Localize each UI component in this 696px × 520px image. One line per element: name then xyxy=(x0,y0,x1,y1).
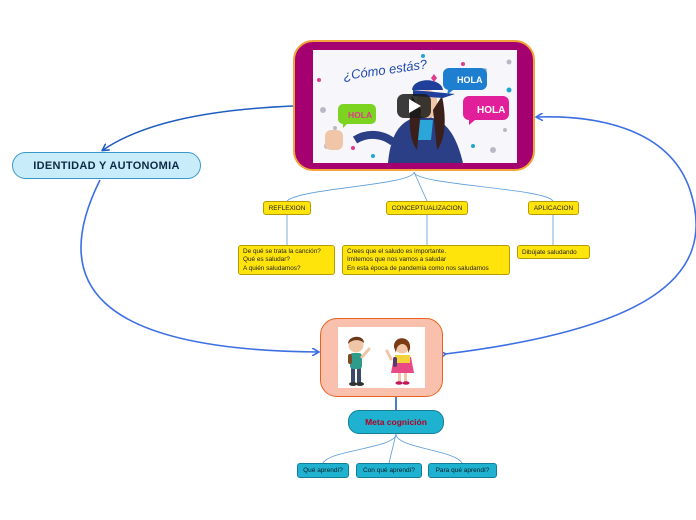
identity-autonomy-node[interactable]: IDENTIDAD Y AUTONOMIA xyxy=(12,152,201,179)
meta-label: Meta cognición xyxy=(365,417,427,427)
kids-illustration xyxy=(338,327,425,388)
aplicacion-label: APLICACION xyxy=(533,204,574,212)
boy-waving-icon xyxy=(348,336,371,386)
svg-text:HOLA: HOLA xyxy=(457,75,483,85)
link-video-identity xyxy=(103,105,294,150)
meta-question-label: Qué aprendí? xyxy=(303,467,343,474)
hola-bubble-blue: HOLA xyxy=(442,68,487,95)
hola-bubble-pink: HOLA xyxy=(463,96,509,125)
identity-label: IDENTIDAD Y AUTONOMIA xyxy=(33,159,180,172)
reflexion-questions[interactable]: De qué se trata la canción? Qué es salud… xyxy=(238,245,335,275)
video-topic-node[interactable]: ¿Cómo estás? HOLA HOLA xyxy=(293,40,535,171)
kids-greeting-node[interactable] xyxy=(320,318,443,397)
link-loop-kids-video xyxy=(445,117,696,354)
meta-question-what[interactable]: Qué aprendí? xyxy=(297,463,349,478)
meta-question-what-for[interactable]: Para qué aprendí? xyxy=(428,463,497,478)
aplicacion-text[interactable]: Dibújate saludando xyxy=(517,245,590,259)
conceptualizacion-text[interactable]: Crees que el saludo es importante. Imite… xyxy=(342,245,510,275)
reflexion-label: REFLEXION xyxy=(268,204,306,212)
hola-bubble-green: HOLA xyxy=(338,104,376,128)
branch-aplicacion[interactable]: APLICACION xyxy=(528,201,579,215)
video-illustration: ¿Cómo estás? HOLA HOLA xyxy=(313,50,517,163)
branch-tree xyxy=(286,171,554,245)
reflexion-line: De qué se trata la canción? xyxy=(243,248,321,255)
conceptualizacion-line: Imitemos que nos vamos a saludar xyxy=(347,256,447,264)
play-button-icon xyxy=(397,94,431,118)
meta-question-label: Con qué aprendí? xyxy=(362,467,416,474)
conceptualizacion-line: En esta época de pandemia como nos salud… xyxy=(347,264,489,272)
reflexion-line: Qué es saludar? xyxy=(243,256,290,264)
svg-text:HOLA: HOLA xyxy=(477,105,505,116)
conceptualizacion-line: Crees que el saludo es importante. xyxy=(347,248,447,255)
aplicacion-line: Dibújate saludando xyxy=(522,249,577,256)
meta-cognition-node[interactable]: Meta cognición xyxy=(348,410,444,434)
svg-text:HOLA: HOLA xyxy=(348,110,372,120)
meta-question-with-what[interactable]: Con qué aprendí? xyxy=(356,463,422,478)
reflexion-line: A quién saludamos? xyxy=(243,264,301,272)
video-thumbnail[interactable]: ¿Cómo estás? HOLA HOLA xyxy=(313,50,517,163)
link-identity-kids xyxy=(80,179,318,352)
branch-reflexion[interactable]: REFLEXION xyxy=(263,201,311,215)
branch-conceptualizacion[interactable]: CONCEPTUALIZACION xyxy=(386,201,468,215)
conceptualizacion-label: CONCEPTUALIZACION xyxy=(391,204,463,212)
meta-question-label: Para qué aprendí? xyxy=(435,467,490,474)
meta-tree xyxy=(322,433,463,464)
girl-waving-icon xyxy=(385,338,414,385)
